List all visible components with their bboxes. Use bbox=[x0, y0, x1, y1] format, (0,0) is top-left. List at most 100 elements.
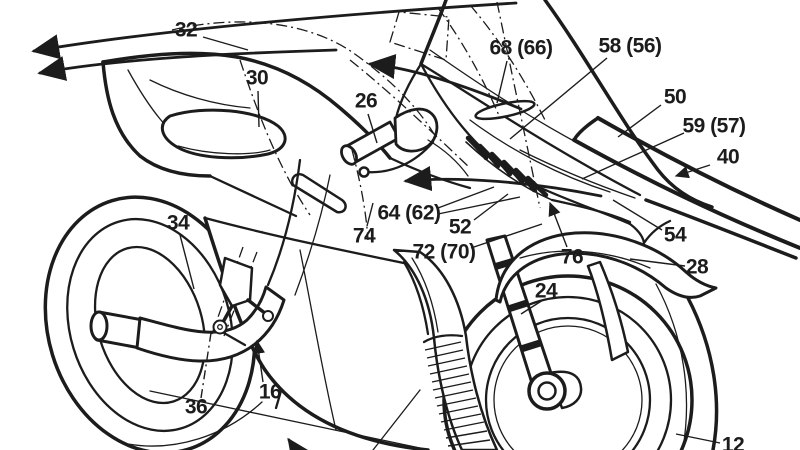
ref-label-28: 28 bbox=[629, 256, 709, 279]
ref-label-34: 34 bbox=[167, 212, 195, 290]
ref-number: 34 bbox=[167, 212, 190, 235]
ref-label-12: 12 bbox=[675, 433, 745, 450]
pivot-bolt bbox=[262, 310, 274, 322]
ref-label-24: 24 bbox=[520, 280, 558, 315]
ref-label-16: 16 bbox=[252, 339, 282, 404]
ref-number: 68 (66) bbox=[489, 37, 552, 60]
leader-line bbox=[473, 193, 509, 221]
ref-number: 59 (57) bbox=[682, 115, 745, 138]
ref-label-74: 74 bbox=[353, 202, 376, 248]
screen-right-edge bbox=[543, 0, 714, 209]
ref-number: 74 bbox=[353, 225, 376, 248]
leader-line bbox=[202, 36, 249, 51]
ref-number: 16 bbox=[259, 381, 281, 404]
leader-line bbox=[581, 132, 685, 180]
phantom-lines bbox=[171, 1, 546, 241]
ref-number: 40 bbox=[717, 146, 739, 169]
ref-label-58-56: 58 (56) bbox=[509, 35, 662, 140]
leader-line bbox=[252, 339, 266, 383]
airflow-arrow-vent bbox=[403, 166, 603, 198]
leader-line bbox=[179, 234, 195, 290]
ref-number: 24 bbox=[535, 280, 558, 303]
leader-line bbox=[617, 104, 662, 138]
bracket-plate bbox=[218, 256, 254, 308]
fender-body bbox=[494, 231, 718, 304]
ref-label-76: 76 bbox=[548, 201, 584, 269]
ref-number: 26 bbox=[355, 90, 377, 113]
brake-lever bbox=[364, 140, 435, 174]
ref-number: 12 bbox=[722, 434, 744, 450]
footpeg-bracket bbox=[211, 246, 274, 347]
airflow-arrow-belly bbox=[287, 437, 314, 450]
ref-number: 52 bbox=[449, 216, 471, 239]
ref-label-26: 26 bbox=[355, 90, 378, 144]
leader-line bbox=[520, 299, 544, 315]
airflow-arrow-lower bbox=[37, 48, 338, 81]
airflow-arrow-upper bbox=[31, 1, 518, 60]
fender-front-extension bbox=[586, 260, 630, 362]
ref-label-64-62: 64 (62) bbox=[377, 186, 521, 225]
lever-ball-end bbox=[358, 166, 370, 178]
radiator-duct bbox=[392, 248, 499, 450]
duct-vane bbox=[402, 260, 430, 336]
radiator-core-hatching bbox=[424, 341, 491, 447]
front-tire-far-edge bbox=[686, 296, 719, 450]
tail-underside bbox=[101, 60, 212, 178]
cowl-lower-edge bbox=[419, 62, 632, 226]
louver-vents bbox=[465, 135, 553, 201]
ref-number: 36 bbox=[185, 396, 207, 419]
screen-bottom-edge bbox=[419, 62, 642, 197]
exhaust-system bbox=[89, 285, 286, 447]
ref-label-30: 30 bbox=[246, 67, 269, 128]
ref-label-32: 32 bbox=[175, 19, 249, 51]
ref-number: 72 (70) bbox=[412, 241, 475, 264]
reference-labels-layer: 32 30 26 68 (66)58 (56)50 59 (57) 40 64 (62)74… bbox=[167, 19, 746, 450]
airflow-arrows bbox=[31, 1, 603, 450]
fairing-bottom-edge bbox=[263, 368, 430, 450]
cowl-strake bbox=[474, 99, 536, 121]
front-fender bbox=[494, 231, 718, 362]
airflow-arrow-screen bbox=[367, 53, 523, 111]
muffler-outlet bbox=[89, 310, 109, 342]
handlebar-assembly bbox=[340, 107, 469, 178]
fairing-top-edge bbox=[203, 216, 430, 270]
leader-line bbox=[437, 196, 521, 215]
leader-line bbox=[496, 60, 508, 104]
ref-label-36: 36 bbox=[185, 332, 212, 419]
frame-spar bbox=[266, 158, 347, 296]
ref-label-54: 54 bbox=[612, 199, 687, 247]
leader-line bbox=[629, 258, 686, 267]
ref-label-40: 40 bbox=[674, 146, 740, 179]
ref-number: 50 bbox=[664, 86, 686, 109]
leader-line bbox=[675, 433, 721, 444]
footpeg-pivot bbox=[212, 319, 228, 335]
ref-number: 30 bbox=[246, 67, 268, 90]
ref-label-68-66: 68 (66) bbox=[489, 37, 553, 104]
ref-number: 28 bbox=[686, 256, 709, 279]
belly-fairing bbox=[149, 216, 455, 450]
cowl-nose-tip bbox=[628, 219, 672, 247]
leader-line bbox=[437, 186, 495, 209]
seat-pad bbox=[160, 108, 287, 160]
ref-label-72-70: 72 (70) bbox=[412, 223, 543, 264]
leader-line bbox=[257, 90, 260, 128]
ref-number: 64 (62) bbox=[377, 202, 440, 225]
leader-line bbox=[367, 113, 378, 144]
leader-line bbox=[674, 164, 711, 179]
brake-pedal bbox=[222, 331, 247, 347]
ref-label-52: 52 bbox=[449, 193, 509, 239]
leader-line bbox=[470, 223, 543, 249]
ref-number: 32 bbox=[175, 19, 197, 42]
leader-line bbox=[366, 202, 374, 227]
leader-line bbox=[200, 332, 212, 399]
ref-number: 76 bbox=[561, 246, 583, 269]
duct-vane bbox=[411, 257, 439, 333]
ref-label-59-57: 59 (57) bbox=[581, 115, 746, 180]
leader-line bbox=[509, 57, 608, 140]
ref-label-50: 50 bbox=[617, 86, 687, 138]
leader-line bbox=[612, 199, 663, 231]
ref-number: 54 bbox=[664, 224, 687, 247]
master-cylinder bbox=[393, 107, 439, 153]
